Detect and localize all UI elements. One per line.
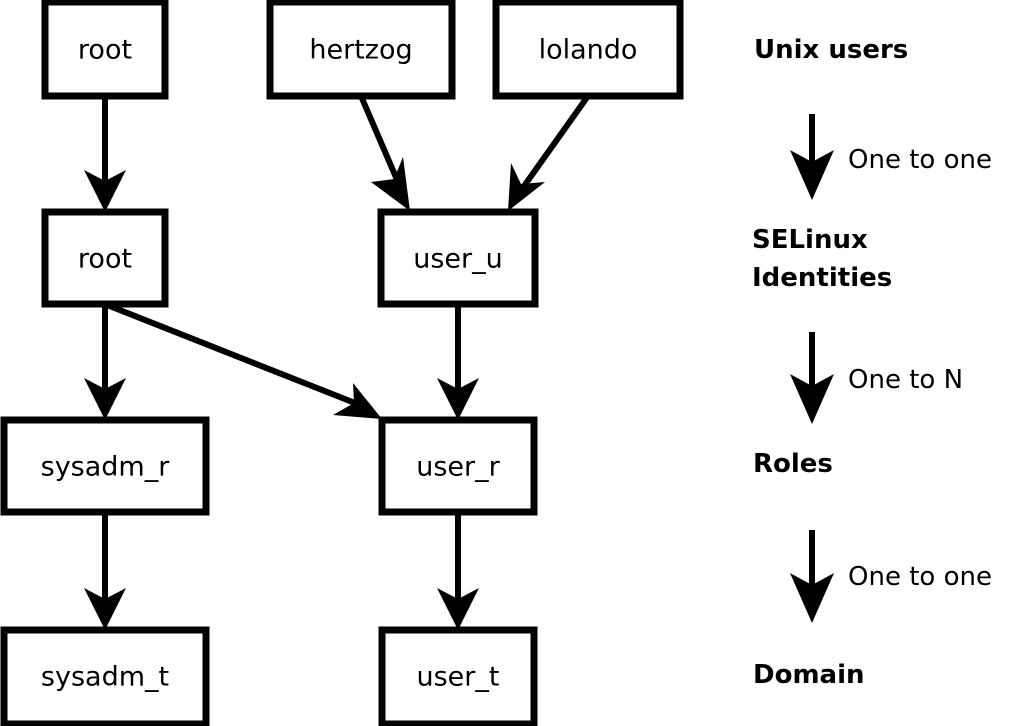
- arrow-head-icon: [437, 588, 479, 630]
- edge-lolando-to-user-u: [508, 94, 591, 211]
- node-label: root: [78, 244, 132, 275]
- node-identity-user-u[interactable]: user_u: [377, 208, 539, 308]
- legend-column: Unix users One to one SELinux Identities…: [752, 35, 992, 690]
- legend-relation-one-to-one-identity: One to one: [848, 145, 992, 175]
- legend-stage-selinux-identities-line1: SELinux: [752, 225, 868, 255]
- legend-stage-domain: Domain: [753, 660, 865, 690]
- node-role-sysadm-r[interactable]: sysadm_r: [0, 416, 210, 516]
- edge-hertzog-to-user-u: [358, 94, 410, 211]
- node-label: sysadm_r: [41, 452, 171, 483]
- node-unix-hertzog[interactable]: hertzog: [266, 0, 456, 100]
- node-unix-root[interactable]: root: [41, 0, 169, 100]
- legend-arrow-identity-to-role: [790, 332, 834, 424]
- legend-stage-unix-users: Unix users: [754, 35, 908, 65]
- node-label: user_u: [413, 244, 503, 275]
- node-label: user_r: [416, 452, 500, 483]
- node-layer: root hertzog lolando root user_u sysadm_: [0, 0, 684, 726]
- edge-unix-root-to-identity-root: [84, 96, 126, 212]
- node-identity-root[interactable]: root: [41, 208, 169, 308]
- legend-relation-one-to-n: One to N: [848, 365, 963, 395]
- node-label: sysadm_t: [41, 662, 169, 693]
- edge-identity-root-to-user-r: [105, 302, 382, 419]
- arrow-head-icon: [437, 378, 479, 420]
- node-label: lolando: [539, 35, 638, 66]
- legend-arrow-unix-to-identity: [790, 114, 834, 200]
- arrow-head-icon: [84, 588, 126, 630]
- legend-stage-selinux-identities-line2: Identities: [752, 263, 892, 293]
- edge-user-u-to-user-r: [437, 303, 479, 420]
- node-domain-sysadm-t[interactable]: sysadm_t: [0, 626, 210, 726]
- arrow-head-icon: [84, 170, 126, 212]
- legend-arrow-role-to-domain: [790, 530, 834, 623]
- edge-sysadm-r-to-sysadm-t: [84, 512, 126, 630]
- legend-stage-roles: Roles: [753, 449, 833, 479]
- arrow-head-icon: [333, 383, 382, 419]
- node-role-user-r[interactable]: user_r: [378, 416, 538, 516]
- edge-layer: [84, 94, 591, 630]
- node-label: hertzog: [309, 35, 412, 66]
- edge-identity-root-to-sysadm-r: [84, 303, 126, 420]
- arrow-head-icon: [84, 378, 126, 420]
- arrow-head-icon: [508, 163, 545, 211]
- arrow-head-icon: [790, 573, 834, 623]
- node-domain-user-t[interactable]: user_t: [378, 626, 538, 726]
- node-label: root: [78, 35, 132, 66]
- node-unix-lolando[interactable]: lolando: [492, 0, 684, 100]
- arrow-head-icon: [371, 157, 410, 211]
- node-label: user_t: [417, 662, 500, 693]
- legend-relation-one-to-one-domain: One to one: [848, 562, 992, 592]
- arrow-head-icon: [790, 150, 834, 200]
- edge-user-r-to-user-t: [437, 512, 479, 630]
- arrow-head-icon: [790, 374, 834, 424]
